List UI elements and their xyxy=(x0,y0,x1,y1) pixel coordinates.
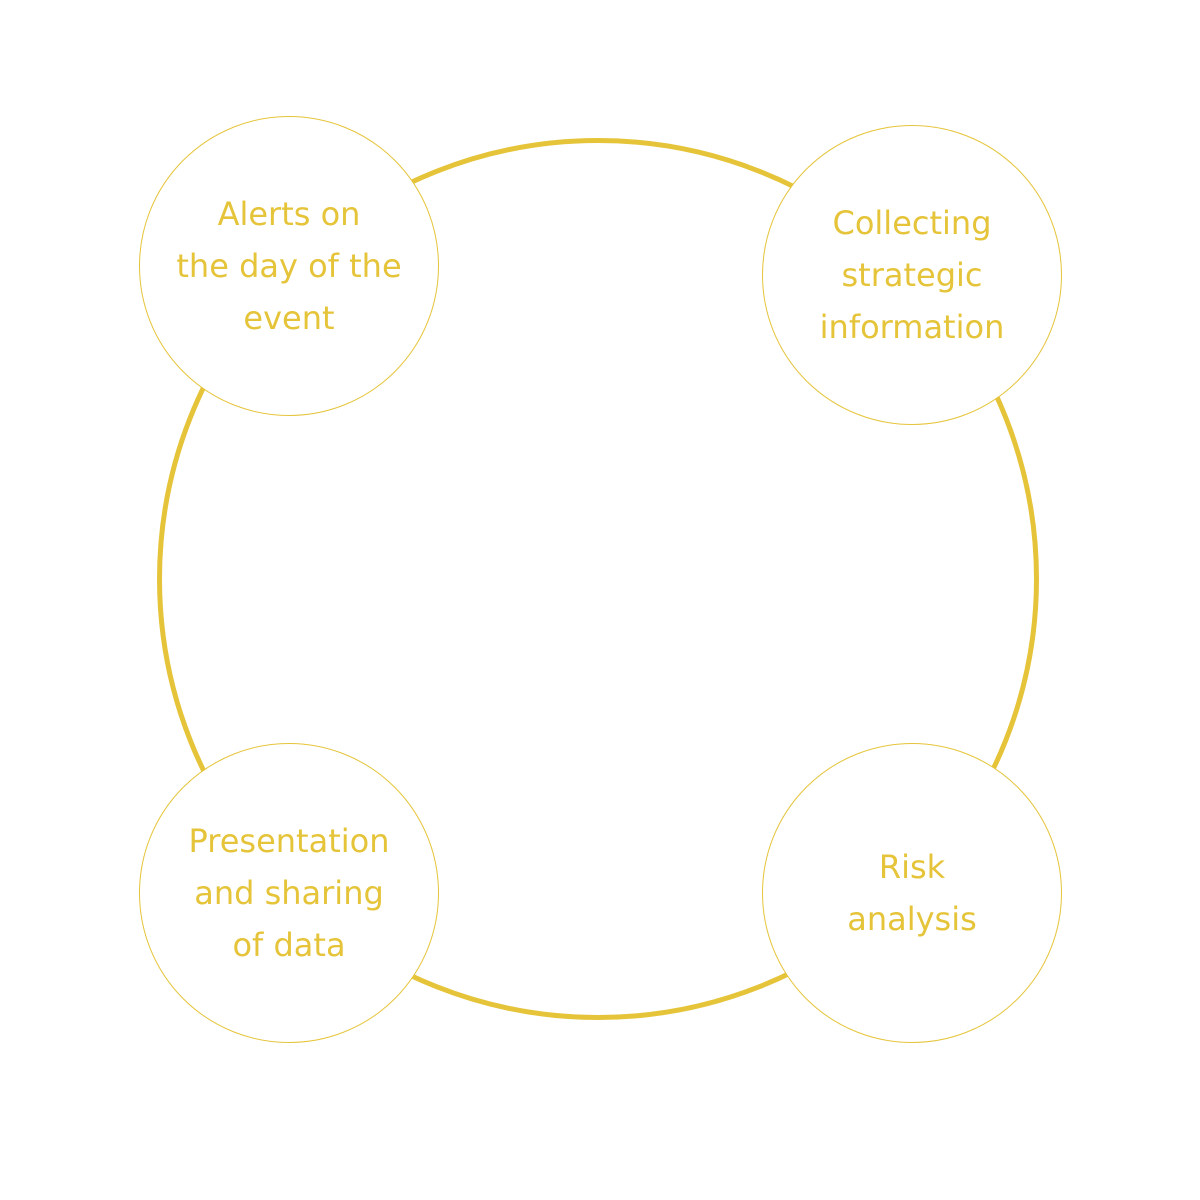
node-label: Alerts on the day of the event xyxy=(164,188,414,344)
node-risk-analysis: Risk analysis xyxy=(762,743,1062,1043)
node-label-line: information xyxy=(819,308,1005,346)
node-label-line: Alerts on xyxy=(217,195,361,233)
node-label-line: Presentation xyxy=(188,822,390,860)
node-label: Presentation and sharing of data xyxy=(164,815,414,971)
node-presentation-and-sharing-of-data: Presentation and sharing of data xyxy=(139,743,439,1043)
node-label-line: the day of the xyxy=(176,247,402,285)
node-label-line: Collecting xyxy=(832,204,992,242)
node-label-line: Risk xyxy=(878,848,946,886)
node-label-line: of data xyxy=(232,926,346,964)
node-label: Risk analysis xyxy=(787,841,1037,945)
cycle-ring xyxy=(157,138,1039,1020)
node-label: Collecting strategic information xyxy=(787,197,1037,353)
node-collecting-strategic-information: Collecting strategic information xyxy=(762,125,1062,425)
node-label-line: analysis xyxy=(847,900,977,938)
node-label-line: and sharing xyxy=(194,874,384,912)
node-label-line: event xyxy=(243,299,335,337)
node-alerts-on-event-day: Alerts on the day of the event xyxy=(139,116,439,416)
node-label-line: strategic xyxy=(841,256,983,294)
